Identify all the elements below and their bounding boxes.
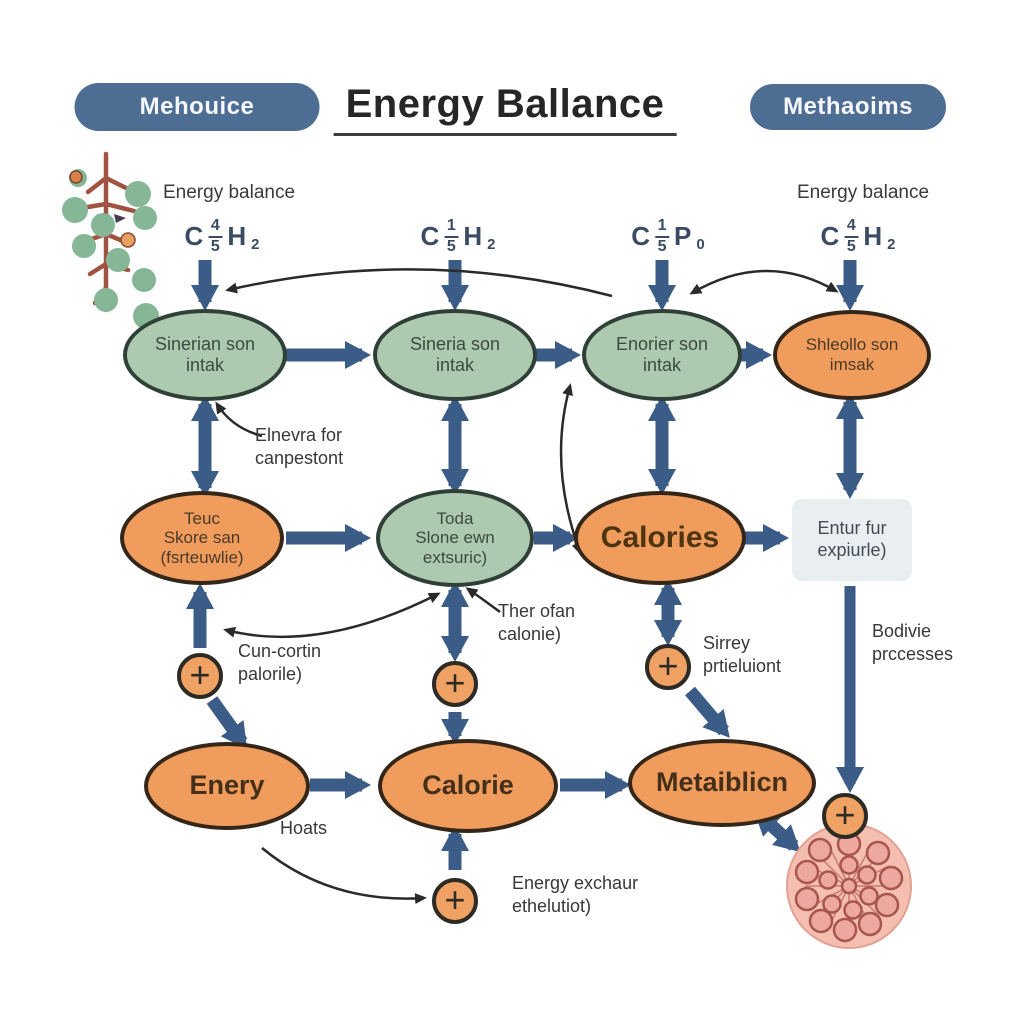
annotation-cun-cortin: Cun-cortin palorile): [238, 641, 322, 685]
pill-right-label: Methaoims: [783, 93, 913, 120]
plus-icon: +: [645, 644, 691, 690]
formula-3-subscript: 0: [696, 236, 705, 254]
node-teuc-skore-san: Teuc Skore san (fsrteuwlie): [120, 491, 284, 585]
curve-hoats: [261, 847, 427, 905]
fraction-bar: [655, 235, 670, 238]
node-sineria-son-intak: Sineria son intak: [373, 309, 537, 401]
formula-1-element: H: [227, 221, 247, 252]
node-enorier-son-intak: Enorier son intak: [582, 309, 742, 401]
energy-balance-label-right: Energy balance: [797, 182, 930, 203]
curve-cun-cortin: [223, 592, 441, 639]
formula-1-den: 5: [210, 237, 220, 255]
formula-4-den: 5: [846, 237, 856, 255]
formula-4-subscript: 2: [887, 236, 896, 254]
formula-3-den: 5: [657, 237, 667, 255]
node-enery: Enery: [144, 742, 310, 830]
formula-4-num: 4: [846, 217, 856, 234]
formula-4-prefix: C: [820, 221, 840, 252]
formula-3-num: 1: [657, 217, 667, 234]
formula-4-element: H: [863, 221, 883, 252]
curve-ther-ofan: [465, 587, 501, 614]
node-toda-slone-ewn: Toda Slone ewn extsuric): [376, 489, 534, 587]
energy-balance-label-left: Energy balance: [163, 182, 296, 203]
node-shleollo-son-imsak: Shleollo son imsak: [773, 310, 931, 400]
formula-2-element: H: [463, 221, 483, 252]
plus-icon: +: [432, 661, 478, 707]
arrow-plus3-metaiblicn: [685, 686, 730, 738]
cell-illustration: [786, 823, 912, 949]
curve-top-right: [689, 269, 839, 295]
energy-expenditure-box: Entur fur expiurle): [792, 499, 912, 581]
annotation-ther-ofan: Ther ofan calonie): [498, 601, 576, 645]
annotation-hoats: Hoats: [280, 818, 328, 838]
page-title: Energy Ballance: [333, 82, 677, 136]
annotation-elnevra: Elnevra for canpestont: [255, 425, 344, 469]
node-calorie: Calorie: [378, 739, 558, 833]
formula-2-subscript: 2: [487, 236, 496, 254]
node-calories: Calories: [574, 491, 746, 585]
formula-3-element: P: [674, 221, 692, 252]
plus-icon: +: [177, 653, 223, 699]
formula-1-prefix: C: [184, 221, 204, 252]
annotation-bodivie: Bodivie prccesses: [872, 621, 954, 665]
plus-icon: +: [822, 793, 868, 839]
formula-1-subscript: 2: [251, 236, 260, 254]
node-metaiblicn: Metaiblicn: [628, 739, 816, 827]
fraction-bar: [208, 235, 223, 238]
annotation-sirrey: Sirrey prtieluiont: [703, 633, 782, 677]
pill-right: Methaoims: [750, 84, 946, 130]
curve-top-left: [225, 268, 613, 298]
arrow-plus1-enery: [206, 696, 248, 750]
formula-2-num: 1: [446, 217, 456, 234]
pill-left: Mehouice: [74, 83, 320, 131]
formula-1-num: 4: [210, 217, 220, 234]
fraction-bar: [444, 235, 459, 238]
formula-3-prefix: C: [631, 221, 651, 252]
pill-left-label: Mehouice: [139, 93, 255, 120]
formula-2-prefix: C: [420, 221, 440, 252]
annotation-energy-exchaur: Energy exchaur ethelutiot): [512, 873, 639, 917]
formula-2-den: 5: [446, 237, 456, 255]
fraction-bar: [844, 235, 859, 238]
plus-icon: +: [432, 878, 478, 924]
node-sinerian-son-intak: Sinerian son intak: [123, 309, 287, 401]
